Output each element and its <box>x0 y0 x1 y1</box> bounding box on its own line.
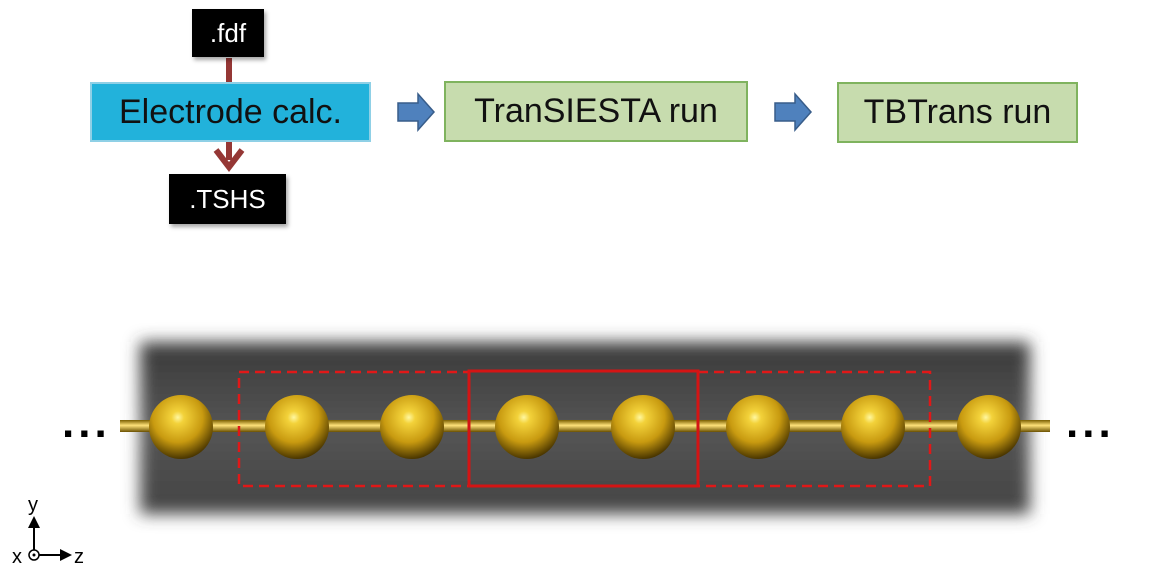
atom-row <box>149 395 1021 459</box>
right-electrode-box <box>696 370 932 488</box>
fdf-file-label: .fdf <box>192 9 264 57</box>
atom <box>265 395 329 459</box>
axis-x-label: x <box>12 546 22 568</box>
atom <box>149 395 213 459</box>
atom <box>957 395 1021 459</box>
axes-icon <box>28 516 72 561</box>
tshs-file-label: .TSHS <box>169 174 286 224</box>
chain-bond <box>120 420 1050 432</box>
right-ellipsis: ... <box>1066 398 1115 447</box>
atom <box>726 395 790 459</box>
atom <box>611 395 675 459</box>
device-region-box <box>467 369 700 488</box>
transiesta-run-box: TranSIESTA run <box>444 81 748 142</box>
left-electrode-box <box>237 370 471 488</box>
flow-arrow-2 <box>774 92 813 132</box>
axis-y-label: y <box>28 494 38 516</box>
axis-z-label: z <box>74 546 84 568</box>
electrode-calc-box: Electrode calc. <box>90 82 371 142</box>
atom <box>841 395 905 459</box>
left-ellipsis: ... <box>62 398 111 447</box>
atom <box>380 395 444 459</box>
atom <box>495 395 559 459</box>
flow-arrow-1 <box>397 92 436 132</box>
electrode-to-tshs-arrow <box>213 142 245 172</box>
tbtrans-run-box: TBTrans run <box>837 82 1078 143</box>
